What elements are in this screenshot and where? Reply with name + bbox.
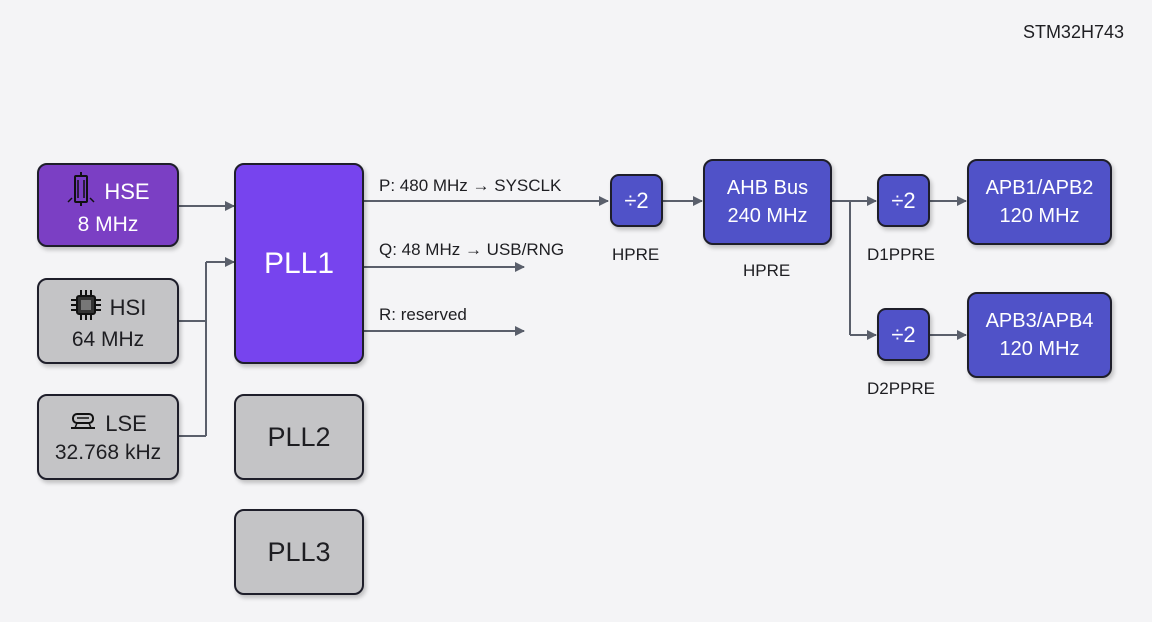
oscillator-icon: [69, 408, 97, 440]
hsi-frequency: 64 MHz: [71, 328, 145, 351]
lse-name: LSE: [105, 411, 147, 436]
apb1-apb2-bus-name: APB1/APB2: [985, 177, 1094, 199]
pll1-r-output-label: R: reserved: [379, 305, 467, 324]
lse-source-box: LSE 32.768 kHz: [37, 394, 179, 480]
lse-frequency: 32.768 kHz: [54, 441, 162, 464]
part-number: STM32H743: [1022, 22, 1124, 42]
pll1-box: PLL1: [234, 163, 364, 364]
hpre-divider-label: HPRE: [612, 245, 660, 264]
d1ppre-divider-value: ÷2: [891, 187, 916, 213]
pll1-q-output-label: Q: 48 MHz → USB/RNG: [379, 240, 565, 259]
pll1-label: PLL1: [263, 246, 335, 280]
d1ppre-divider-box: ÷2: [877, 174, 930, 227]
pll3-label: PLL3: [267, 536, 331, 567]
ahb-bus-name: AHB Bus: [726, 177, 809, 199]
hpre-divider-box: ÷2: [610, 174, 663, 227]
apb3-apb4-bus-frequency: 120 MHz: [999, 338, 1080, 360]
hsi-name: HSI: [109, 295, 147, 320]
hpre-divider-value: ÷2: [624, 187, 649, 213]
apb1-apb2-bus-box: APB1/APB2 120 MHz: [967, 159, 1112, 245]
d2ppre-divider-label: D2PPRE: [867, 379, 936, 398]
crystal-icon: [66, 172, 96, 212]
apb3-apb4-bus-box: APB3/APB4 120 MHz: [967, 292, 1112, 378]
ahb-hpre-label: HPRE: [743, 261, 791, 280]
hse-name: HSE: [104, 179, 150, 204]
chip-icon: [70, 289, 102, 327]
d2ppre-divider-box: ÷2: [877, 308, 930, 361]
ahb-bus-box: AHB Bus 240 MHz: [703, 159, 832, 245]
hse-source-box: HSE 8 MHz: [37, 163, 179, 247]
hsi-source-box: HSI 64 MHz: [37, 278, 179, 364]
pll2-label: PLL2: [267, 421, 331, 452]
pll1-p-output-label: P: 480 MHz → SYSCLK: [379, 176, 562, 195]
d1ppre-divider-label: D1PPRE: [867, 245, 936, 264]
d2ppre-divider-value: ÷2: [891, 321, 916, 347]
pll2-box: PLL2: [234, 394, 364, 480]
hse-frequency: 8 MHz: [77, 213, 139, 236]
apb1-apb2-bus-frequency: 120 MHz: [999, 205, 1080, 227]
apb3-apb4-bus-name: APB3/APB4: [985, 310, 1094, 332]
ahb-bus-frequency: 240 MHz: [727, 205, 808, 227]
pll3-box: PLL3: [234, 509, 364, 595]
